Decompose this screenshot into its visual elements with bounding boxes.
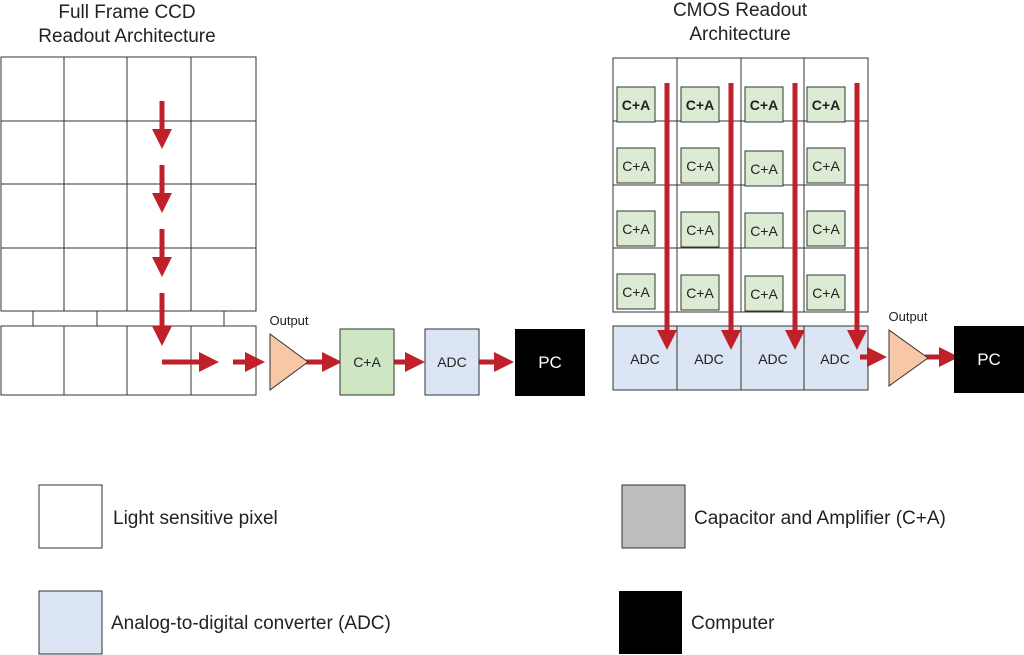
cmos-ca-label: C+A <box>812 97 840 113</box>
legend-pixel-label: Light sensitive pixel <box>113 508 278 529</box>
cmos-ca-label: C+A <box>686 222 714 238</box>
legend-adc-swatch <box>38 590 103 655</box>
legend-adc-label: Analog-to-digital converter (ADC) <box>111 613 391 634</box>
legend-computer-swatch <box>619 591 682 654</box>
cmos-adc-label: ADC <box>630 351 660 367</box>
ccd-connector-strip <box>1 311 256 327</box>
cmos-ca-cell <box>680 86 720 123</box>
ccd-serial-register <box>0 325 257 396</box>
ccd-output-label: Output <box>269 313 308 328</box>
cmos-ca-cell <box>806 86 846 123</box>
cmos-adc-label: ADC <box>758 351 788 367</box>
ccd-output-amplifier-icon <box>269 333 309 391</box>
cmos-ca-cell <box>806 147 846 184</box>
ccd-adc-label: ADC <box>437 354 467 370</box>
cmos-output-amplifier-icon <box>888 329 929 387</box>
cmos-ca-cell <box>616 210 656 247</box>
cmos-title-line2: Architecture <box>689 24 790 45</box>
ccd-adc-box <box>424 328 480 396</box>
cmos-ca-cell <box>806 274 846 311</box>
ccd-pc-box <box>515 329 585 396</box>
cmos-ca-label: C+A <box>812 158 840 174</box>
cmos-ca-label: C+A <box>812 221 840 237</box>
cmos-ca-cell <box>680 211 720 248</box>
cmos-ca-cell <box>616 86 656 123</box>
cmos-ca-cell <box>680 274 720 311</box>
cmos-pc-box <box>954 326 1024 393</box>
cmos-diagram: CMOS Readout Architecture C+A C+A C+A C+… <box>612 0 1024 393</box>
ccd-title-line2: Readout Architecture <box>38 26 215 47</box>
cmos-ca-cell <box>806 210 846 247</box>
cmos-ca-label: C+A <box>750 223 778 239</box>
legend-computer-label: Computer <box>691 613 775 634</box>
cmos-adc-row: ADC ADC ADC ADC <box>612 325 869 391</box>
ccd-ca-box <box>339 328 395 396</box>
cmos-ca-label: C+A <box>750 97 778 113</box>
cmos-pc-label: PC <box>977 350 1001 369</box>
ccd-ca-label: C+A <box>353 354 381 370</box>
cmos-title-line1: CMOS Readout <box>673 0 808 21</box>
cmos-adc-cell <box>612 325 678 391</box>
cmos-ca-label: C+A <box>622 221 650 237</box>
cmos-ca-cells: C+A C+A C+A C+A C+A C+A C+A C+A C+A C+A … <box>616 86 846 312</box>
ccd-title-line1: Full Frame CCD <box>58 2 195 23</box>
cmos-ca-cell <box>680 147 720 184</box>
cmos-adc-label: ADC <box>820 351 850 367</box>
cmos-ca-label: C+A <box>622 158 650 174</box>
legend-ca-label: Capacitor and Amplifier (C+A) <box>694 508 946 529</box>
cmos-ca-label: C+A <box>686 97 714 113</box>
cmos-ca-label: C+A <box>812 285 840 301</box>
legend-pixel-swatch <box>38 484 103 549</box>
cmos-ca-cell <box>616 147 656 184</box>
ccd-pixel-grid <box>0 56 257 312</box>
cmos-ca-cell <box>744 275 784 312</box>
cmos-ca-label: C+A <box>750 286 778 302</box>
cmos-ca-cell <box>616 273 656 310</box>
legend: Light sensitive pixel Capacitor and Ampl… <box>38 484 946 655</box>
cmos-ca-label: C+A <box>686 158 714 174</box>
cmos-vertical-arrows <box>657 83 867 350</box>
cmos-ca-label: C+A <box>686 285 714 301</box>
cmos-ca-label: C+A <box>750 161 778 177</box>
cmos-adc-label: ADC <box>694 351 724 367</box>
cmos-ca-cell <box>744 212 784 249</box>
ccd-diagram: Full Frame CCD Readout Architecture <box>0 2 585 396</box>
cmos-output-label: Output <box>888 309 927 324</box>
legend-ca-swatch <box>621 484 686 549</box>
cmos-ca-label: C+A <box>622 284 650 300</box>
cmos-ca-label: C+A <box>622 97 650 113</box>
ccd-pc-label: PC <box>538 353 562 372</box>
cmos-ca-cell <box>744 86 784 123</box>
cmos-ca-cell <box>744 150 784 187</box>
